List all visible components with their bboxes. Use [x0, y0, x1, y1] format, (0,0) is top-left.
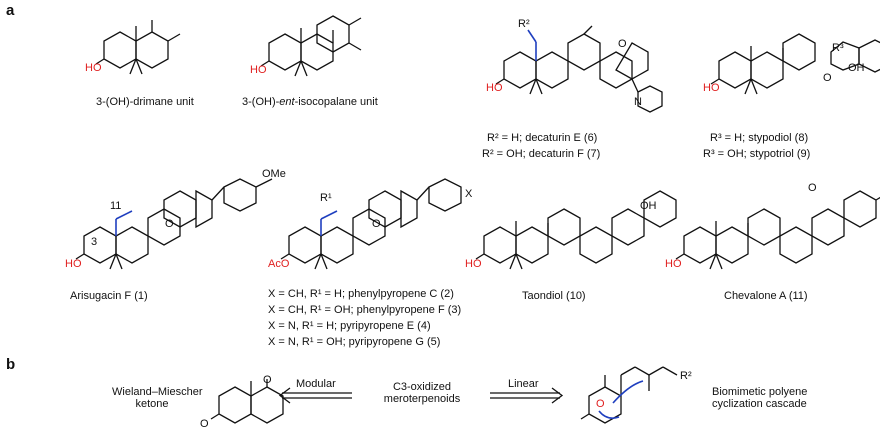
stypodiol-oh-label: OH: [848, 62, 865, 74]
modular-arrow: [278, 387, 352, 404]
arisugacin-ho-label: HO: [65, 258, 82, 270]
stypodiol-skeleton: [710, 33, 880, 95]
panel-label-b: b: [6, 356, 16, 373]
wm-o-label-left: O: [200, 418, 209, 430]
decaturin-r2-label: R²: [518, 18, 530, 30]
arisugacin-c3-label: 3: [91, 236, 98, 248]
stypodiol-r3-label: R³: [832, 42, 844, 54]
decaturin-skeleton: [495, 25, 663, 113]
arisugacin-c11-label: 11: [110, 200, 122, 212]
arisugacin-ome-label: OMe: [262, 168, 286, 180]
modular-label: Modular: [296, 378, 336, 390]
chevalone-o-label: O: [808, 182, 817, 194]
panel-label-a: a: [6, 2, 15, 19]
pyropene-2-label: X = CH, R¹ = H; phenylpyropene C (2): [268, 288, 454, 300]
chevalone-ho-label: HO: [665, 258, 682, 270]
stypotriol-label: R³ = OH; stypotriol (9): [703, 148, 811, 160]
pyropene-o-label: O: [372, 218, 381, 230]
arisugacin-skeleton: [75, 178, 273, 270]
stypodiol-o-label: O: [823, 72, 832, 84]
pyropene-5-label: X = N, R¹ = OH; pyripyropene G (5): [268, 336, 441, 348]
pyropene-r1-label: R¹: [320, 192, 332, 204]
pyropene-4-label: X = N, R¹ = H; pyripyropene E (4): [268, 320, 431, 332]
pyropene-x-label: X: [465, 188, 473, 200]
polyene-r2-label: R²: [680, 370, 692, 382]
isocopalane-unit-label: 3-(OH)-ent-isocopalane unit: [242, 96, 378, 108]
decaturin-n-label: N: [634, 96, 642, 108]
taondiol-oh-label: OH: [640, 200, 657, 212]
taondiol-skeleton: [475, 190, 677, 270]
drimane-unit-label: 3-(OH)-drimane unit: [96, 96, 194, 108]
epoxide-o-label: O: [596, 398, 605, 410]
pyropene-aco-label: AcO: [268, 258, 290, 270]
polyene-skeleton: [580, 366, 678, 424]
taondiol-ho-label: HO: [465, 258, 482, 270]
decaturin-e-label: R² = H; decaturin E (6): [487, 132, 598, 144]
arisugacin-name: Arisugacin F (1): [70, 290, 148, 302]
drimane-skeleton: [95, 20, 181, 75]
wm-o-label-top: O: [263, 374, 272, 386]
isocopalane-skeleton: [260, 15, 362, 77]
decaturin-ho-label: HO: [486, 82, 503, 94]
decaturin-f-label: R² = OH; decaturin F (7): [482, 148, 601, 160]
chevalone-skeleton: [675, 190, 880, 270]
decaturin-o-label: O: [618, 38, 627, 50]
arisugacin-o-label: O: [165, 218, 174, 230]
drimane-ho-label: HO: [85, 62, 102, 74]
taondiol-name: Taondiol (10): [522, 290, 586, 302]
stypodiol-ho-label: HO: [703, 82, 720, 94]
stypodiol-label: R³ = H; stypodiol (8): [710, 132, 809, 144]
pyropene-skeleton: [280, 178, 462, 270]
linear-label: Linear: [508, 378, 539, 390]
chevalone-name: Chevalone A (11): [724, 290, 808, 302]
isocopalane-ho-label: HO: [250, 64, 267, 76]
wieland-miescher-skeleton: [210, 379, 284, 424]
pyropene-3-label: X = CH, R¹ = OH; phenylpyropene F (3): [268, 304, 462, 316]
linear-arrow: [490, 387, 564, 404]
